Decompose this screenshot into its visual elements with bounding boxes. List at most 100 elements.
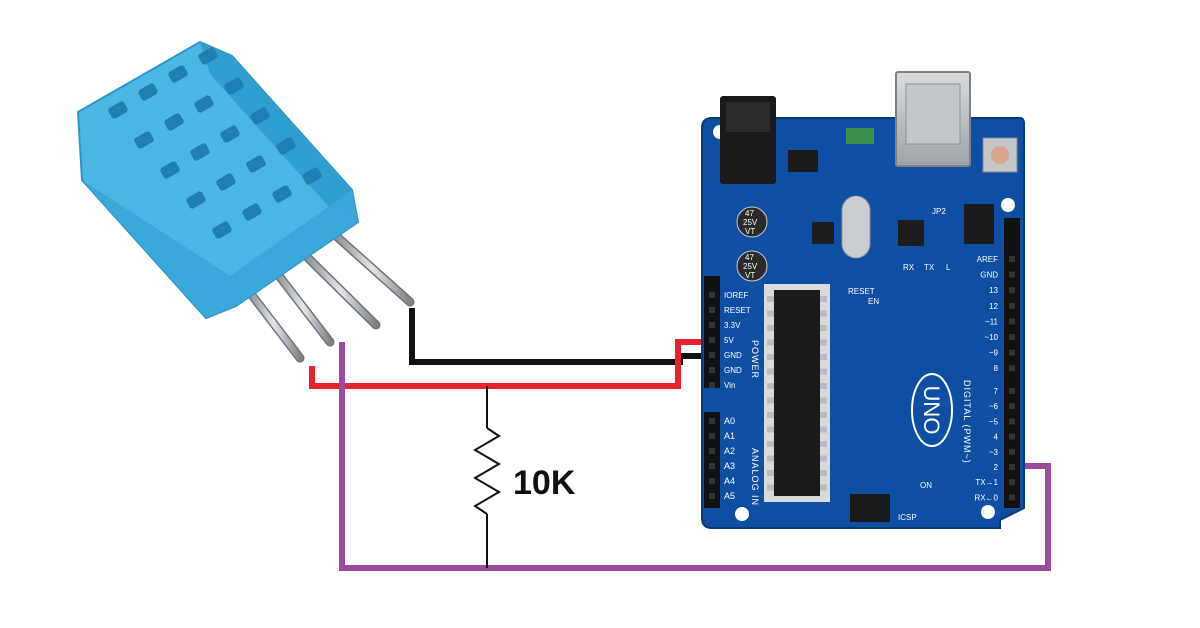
digital-pin-label: ~10 — [984, 333, 998, 342]
digital-pin-label: RX←0 — [974, 493, 998, 502]
icsp-label: ICSP — [898, 513, 917, 522]
on-label: ON — [920, 481, 932, 490]
uno-logo: UNO — [911, 373, 953, 447]
microcontroller-chip — [764, 284, 830, 502]
digital-pin-label: AREF — [977, 255, 998, 264]
arduino-uno-board: 47 25V VT 47 25V VT JP2 ICSP RESET EN RX… — [701, 71, 1025, 529]
resistor-label: 10K — [513, 464, 576, 502]
en-label: EN — [868, 297, 879, 306]
header-socket[interactable] — [1009, 287, 1015, 294]
vent-slot — [242, 203, 262, 221]
header-socket[interactable] — [709, 367, 715, 373]
header-socket[interactable] — [709, 463, 715, 469]
header-socket[interactable] — [1009, 256, 1015, 262]
vent-slot — [190, 143, 210, 161]
header-socket[interactable] — [1009, 388, 1015, 394]
pullup-resistor: 10K — [473, 386, 576, 568]
cap-text: 25V — [743, 218, 758, 227]
vent-slot — [246, 155, 266, 173]
digital-pin-label: ~3 — [989, 448, 999, 457]
fuse — [846, 128, 874, 144]
sensor-pins — [243, 230, 415, 363]
jp2-label: JP2 — [932, 207, 946, 216]
dht11-sensor — [76, 40, 415, 363]
digital-header-low — [1004, 386, 1020, 508]
header-socket[interactable] — [709, 322, 715, 328]
header-socket[interactable] — [1009, 271, 1015, 278]
digital-pin-label: 13 — [989, 286, 998, 295]
analog-pin-label: A3 — [724, 461, 735, 471]
header-socket[interactable] — [1009, 494, 1015, 501]
analog-header-title: ANALOG IN — [750, 448, 760, 506]
header-socket[interactable] — [1009, 418, 1015, 425]
header-socket[interactable] — [1009, 318, 1015, 325]
power-pin-label: GND — [724, 351, 742, 360]
header-socket[interactable] — [709, 493, 715, 499]
header-socket[interactable] — [709, 292, 715, 298]
vent-slot — [212, 221, 232, 239]
digital-pin-label: 12 — [989, 302, 998, 311]
digital-pin-label: 4 — [994, 433, 999, 442]
dc-barrel-jack — [720, 96, 776, 184]
crystal — [841, 195, 871, 259]
icsp-header-top — [964, 204, 994, 244]
digital-pin-label: ~5 — [989, 417, 999, 426]
uno-text: UNO — [919, 386, 944, 435]
cap-text: VT — [745, 271, 755, 280]
reset-button[interactable] — [982, 137, 1018, 173]
header-socket[interactable] — [1009, 302, 1015, 309]
header-socket[interactable] — [1009, 479, 1015, 486]
cap-text: 47 — [745, 209, 754, 218]
header-socket[interactable] — [709, 478, 715, 484]
header-socket[interactable] — [709, 352, 715, 358]
digital-pin-label: ~11 — [985, 317, 999, 326]
header-socket[interactable] — [709, 448, 715, 454]
power-header-title: POWER — [750, 340, 760, 379]
header-socket[interactable] — [1009, 403, 1015, 410]
vent-slot — [250, 107, 270, 125]
header-socket[interactable] — [709, 337, 715, 343]
digital-pin-label: 8 — [994, 364, 999, 373]
power-pin-label: 5V — [724, 336, 734, 345]
header-socket[interactable] — [1009, 464, 1015, 470]
mount-hole — [981, 505, 995, 519]
power-wire — [309, 339, 712, 389]
wires — [309, 308, 1051, 571]
digital-pin-label: 7 — [994, 387, 999, 396]
digital-pin-label: GND — [980, 271, 998, 280]
digital-header-title: DIGITAL (PWM~) — [962, 380, 972, 464]
rx-label: RX — [903, 263, 915, 272]
right-pin-header — [1004, 218, 1020, 508]
header-socket[interactable] — [709, 418, 715, 424]
capacitor: 47 25V VT — [736, 206, 768, 238]
header-socket[interactable] — [709, 433, 715, 439]
analog-pin-label: A0 — [724, 416, 735, 426]
header-socket[interactable] — [709, 307, 715, 313]
vent-slot — [272, 185, 292, 203]
header-socket[interactable] — [1009, 433, 1015, 440]
vent-slot — [216, 173, 236, 191]
power-pin-label: RESET — [724, 306, 751, 315]
vent-slot — [276, 137, 296, 155]
analog-pin-label: A1 — [724, 431, 735, 441]
tx-label: TX — [924, 263, 935, 272]
vent-slot — [224, 77, 244, 95]
header-socket[interactable] — [1009, 334, 1015, 340]
analog-header — [704, 412, 720, 508]
header-socket[interactable] — [1009, 365, 1015, 372]
capacitor: 47 25V VT — [736, 250, 768, 282]
mount-hole — [735, 507, 749, 521]
header-socket[interactable] — [1009, 349, 1015, 356]
vent-slot — [160, 161, 180, 179]
vent-slot — [220, 125, 240, 143]
cap-text: 47 — [745, 253, 754, 262]
header-socket[interactable] — [709, 382, 715, 388]
cap-text: 25V — [743, 262, 758, 271]
reset-label: RESET — [848, 287, 875, 296]
header-socket[interactable] — [1009, 448, 1015, 455]
usb-connector — [895, 71, 971, 167]
icsp-header-bottom — [850, 494, 890, 522]
